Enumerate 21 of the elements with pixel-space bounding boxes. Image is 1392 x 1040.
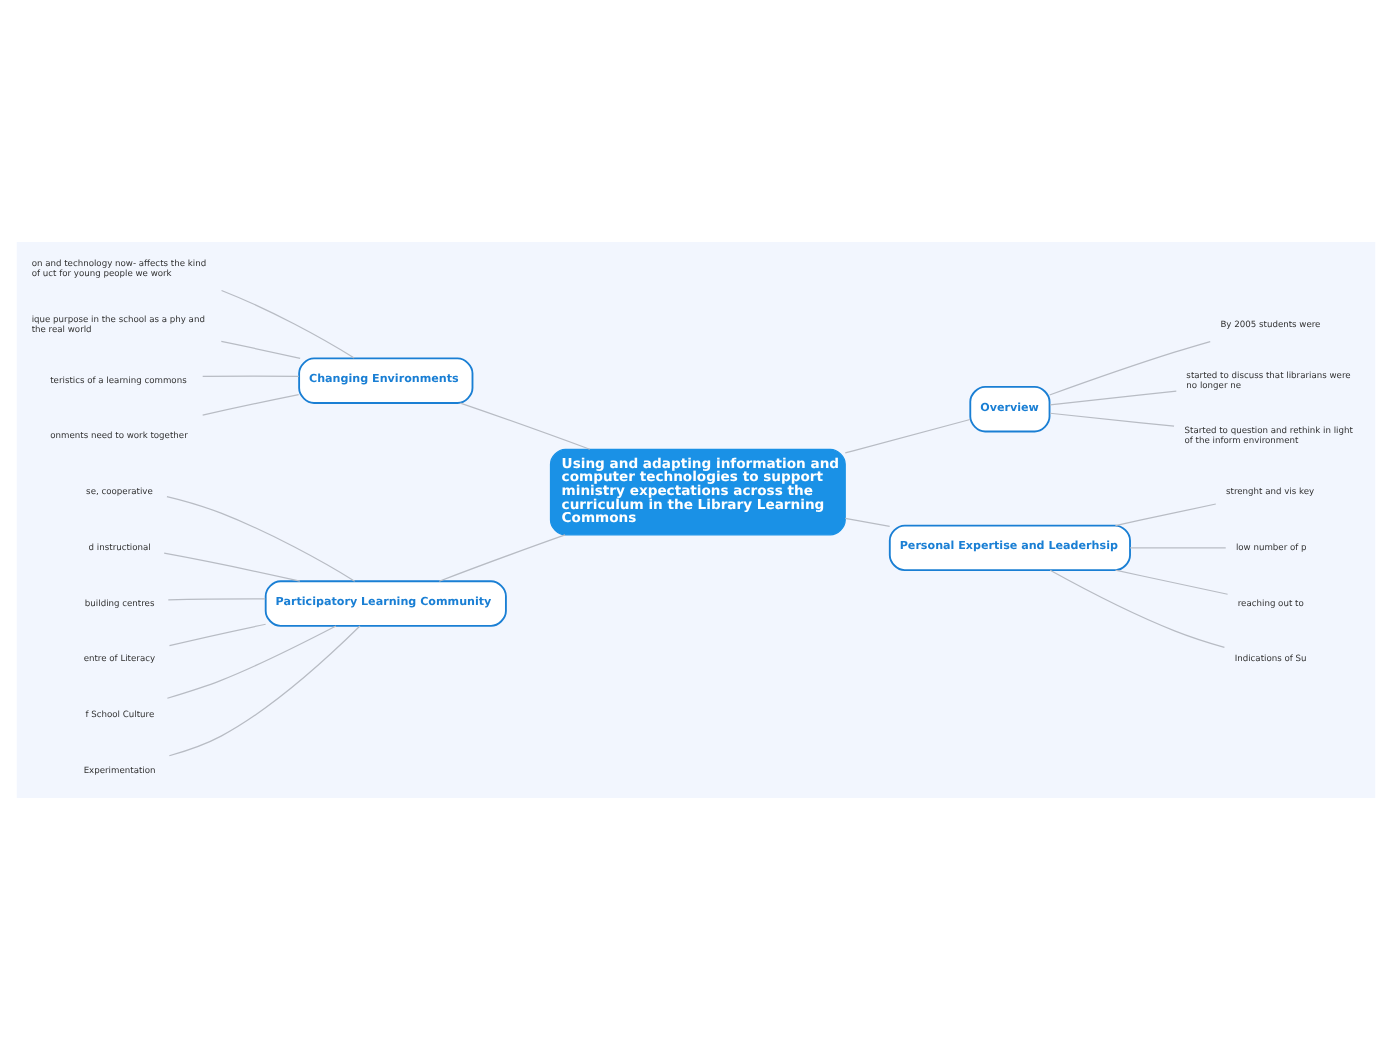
connector — [438, 534, 566, 582]
connector — [1049, 390, 1177, 406]
connector — [1049, 412, 1175, 427]
connector — [1049, 569, 1226, 648]
connector — [166, 625, 337, 699]
connector — [459, 402, 591, 450]
connector — [167, 598, 266, 601]
connector — [844, 517, 891, 528]
connector — [844, 418, 971, 454]
connector — [202, 375, 300, 377]
connector — [166, 495, 356, 582]
connector — [168, 623, 267, 647]
connector — [1114, 503, 1217, 527]
connector — [220, 289, 355, 359]
connector — [1129, 547, 1227, 549]
connector — [1114, 569, 1229, 595]
connector — [220, 340, 301, 359]
connector — [202, 393, 300, 416]
connector — [1048, 340, 1211, 396]
connector — [163, 552, 301, 582]
connector — [168, 625, 361, 757]
